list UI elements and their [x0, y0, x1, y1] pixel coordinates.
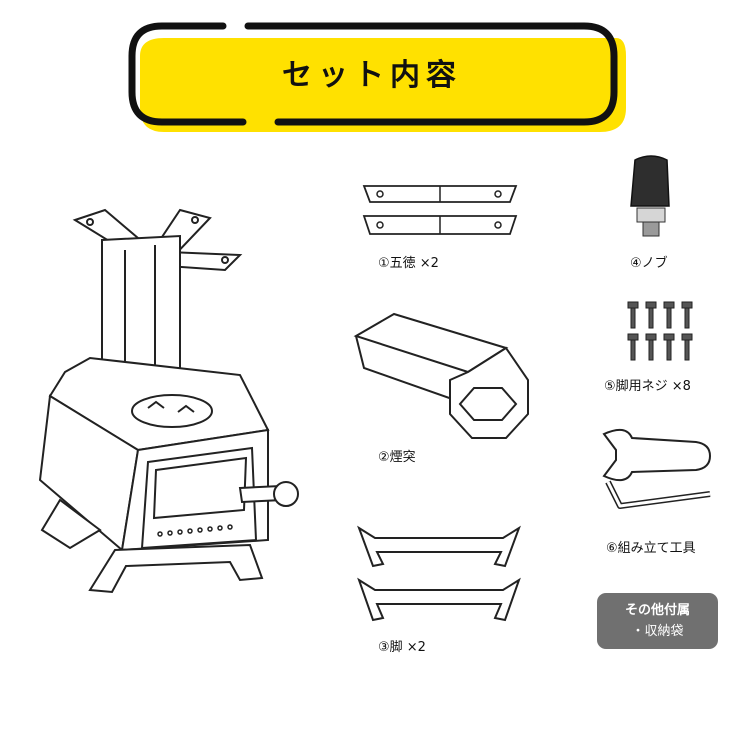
leg-icon: [357, 525, 521, 622]
part-label-trivet: ①五徳 ×2: [378, 256, 439, 271]
other-accessories-title: その他付属: [624, 603, 690, 618]
stove-illustration: [38, 208, 299, 594]
trivet-icon: [362, 185, 518, 235]
part-label-chimney: ②煙突: [378, 450, 416, 465]
screw-icon: [627, 301, 693, 361]
part-label-tools: ⑥組み立て工具: [606, 541, 696, 556]
hex-key-icon: [605, 480, 711, 509]
page-title: セット内容: [282, 58, 462, 93]
title-frame: [128, 22, 626, 132]
part-label-knob: ④ノブ: [630, 256, 668, 271]
other-accessories-box: その他付属 ・収納袋: [597, 593, 718, 649]
wrench-icon: [602, 428, 712, 482]
part-label-leg: ③脚 ×2: [378, 640, 426, 655]
title-banner: セット内容: [128, 22, 628, 134]
knob-icon: [630, 155, 670, 237]
storage-bag-item: ・収納袋: [631, 624, 684, 639]
chimney-icon: [353, 312, 529, 439]
part-label-screws: ⑤脚用ネジ ×8: [604, 379, 691, 394]
